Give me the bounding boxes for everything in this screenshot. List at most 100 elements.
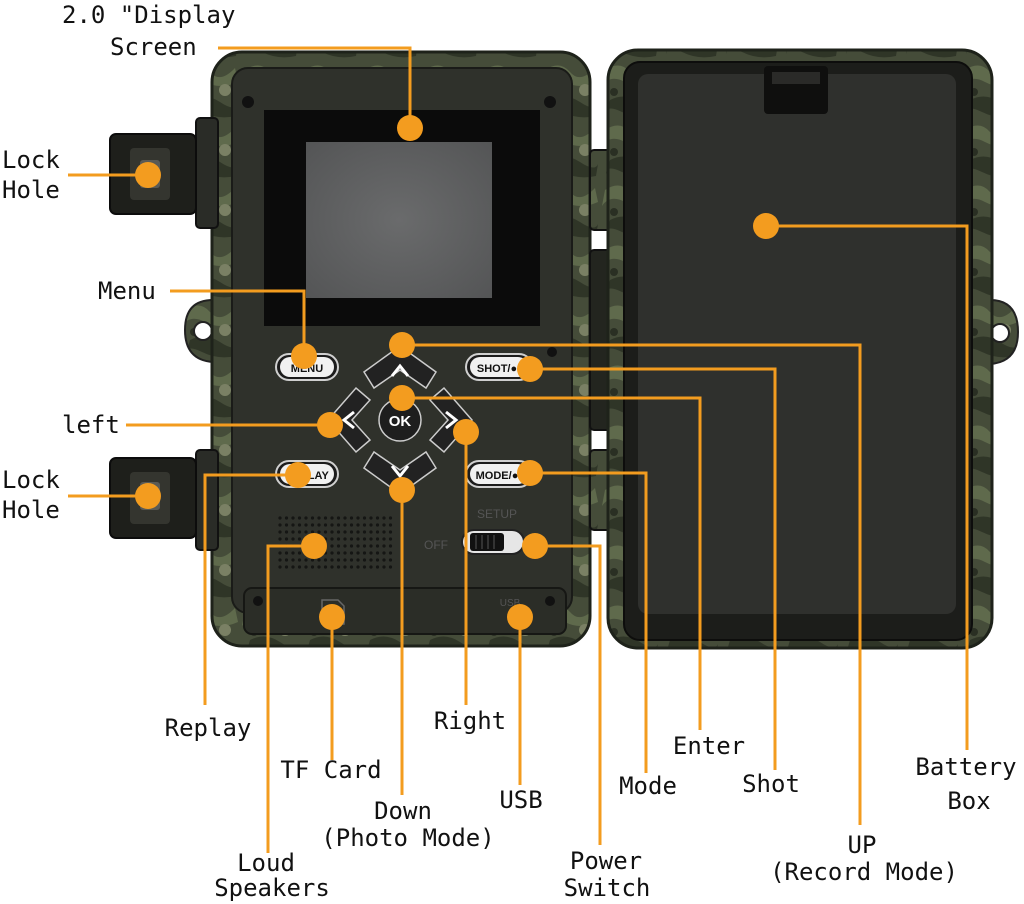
speaker-hole — [323, 530, 328, 534]
speaker-hole — [375, 565, 380, 569]
left-label: left — [62, 411, 120, 439]
display-label-line2: Screen — [110, 33, 197, 61]
speaker-hole — [343, 565, 347, 569]
speaker-hole — [291, 551, 295, 555]
speaker-hole — [291, 565, 295, 569]
speaker-hole — [330, 537, 334, 541]
speaker-hole — [291, 523, 295, 527]
speaker-hole — [388, 537, 393, 541]
speaker-hole — [297, 516, 302, 520]
speaker-hole — [304, 516, 308, 520]
speaker-hole — [317, 565, 321, 569]
speaker-hole — [304, 565, 308, 569]
speaker-hole — [291, 516, 295, 520]
down-arrow-icon — [390, 465, 410, 479]
speaker-hole — [310, 565, 315, 569]
speaker-hole — [369, 530, 373, 534]
speaker-hole — [330, 516, 334, 520]
speaker-hole — [349, 523, 354, 527]
power-switch[interactable] — [461, 529, 525, 555]
speaker-hole — [330, 544, 334, 548]
speaker-hole — [297, 530, 302, 534]
down-label-line1: Down — [374, 797, 432, 825]
speaker-hole — [375, 537, 380, 541]
speaker-hole — [382, 537, 386, 541]
speaker-hole — [356, 530, 360, 534]
speaker-hole — [369, 516, 373, 520]
speaker-hole — [297, 537, 302, 541]
speaker-hole — [375, 516, 380, 520]
speaker-hole — [356, 565, 360, 569]
display-label-line1: 2.0 "Display — [62, 1, 236, 29]
speaker-hole — [336, 544, 341, 548]
battery-box-line1: Battery — [915, 753, 1017, 781]
speaker-hole — [382, 558, 386, 562]
speaker-hole — [278, 530, 282, 534]
left-button[interactable] — [327, 386, 372, 454]
speaker-hole — [284, 551, 289, 555]
speaker-hole — [356, 537, 360, 541]
speaker-hole — [375, 544, 380, 548]
speaker-hole — [388, 558, 393, 562]
shot-label: Shot — [742, 770, 800, 798]
speaker-hole — [369, 544, 373, 548]
battery-door-body — [606, 48, 1020, 650]
speaker-hole — [388, 544, 393, 548]
speaker-hole — [317, 530, 321, 534]
speaker-hole — [388, 530, 393, 534]
speaker-hole — [304, 523, 308, 527]
speaker-hole — [343, 537, 347, 541]
speaker-hole — [317, 558, 321, 562]
speaker-hole — [382, 516, 386, 520]
speaker-hole — [310, 530, 315, 534]
battery-box-line2: Box — [947, 787, 991, 815]
speaker-hole — [369, 523, 373, 527]
latch-bottom — [109, 449, 219, 551]
speaker-hole — [369, 551, 373, 555]
speaker-hole — [356, 558, 360, 562]
enter-label: Enter — [672, 732, 746, 760]
power-switch-line1: Power — [569, 847, 643, 875]
down-button[interactable] — [362, 450, 438, 495]
speaker-hole — [369, 558, 373, 562]
lock-hole-bottom-line2: Hole — [2, 496, 60, 524]
speaker-hole — [349, 530, 354, 534]
right-button[interactable] — [428, 386, 473, 454]
speaker-hole — [356, 544, 360, 548]
speaker-hole — [343, 530, 347, 534]
speaker-hole — [323, 523, 328, 527]
speaker-hole — [278, 565, 282, 569]
usb-port-label: USB — [500, 598, 521, 609]
speaker-hole — [349, 558, 354, 562]
speaker-hole — [375, 523, 380, 527]
speaker-hole — [356, 551, 360, 555]
speaker-hole — [362, 523, 367, 527]
callout-lines — [68, 46, 969, 853]
speaker-hole — [323, 565, 328, 569]
speaker-hole — [291, 558, 295, 562]
speaker-hole — [349, 537, 354, 541]
speaker-hole — [278, 551, 282, 555]
speaker-hole — [382, 523, 386, 527]
lock-hole-bottom-line1: Lock — [2, 466, 60, 494]
speaker-hole — [343, 523, 347, 527]
down-label-line2: (Photo Mode) — [321, 824, 495, 852]
speaker-hole — [284, 530, 289, 534]
speaker-hole — [310, 516, 315, 520]
shot-button[interactable]: SHOT/● — [465, 353, 533, 381]
speaker-hole — [304, 530, 308, 534]
speaker-hole — [349, 551, 354, 555]
speaker-hole — [382, 544, 386, 548]
speaker-hole — [317, 523, 321, 527]
left-arrow-icon — [341, 410, 355, 430]
speaker-hole — [382, 551, 386, 555]
mode-label: Mode — [619, 772, 677, 800]
display-screen — [306, 142, 492, 298]
lock-hole-top-line1: Lock — [2, 146, 60, 174]
speaker-hole — [362, 544, 367, 548]
speaker-hole — [356, 516, 360, 520]
speaker-hole — [297, 565, 302, 569]
speaker-hole — [388, 551, 393, 555]
speaker-hole — [297, 558, 302, 562]
